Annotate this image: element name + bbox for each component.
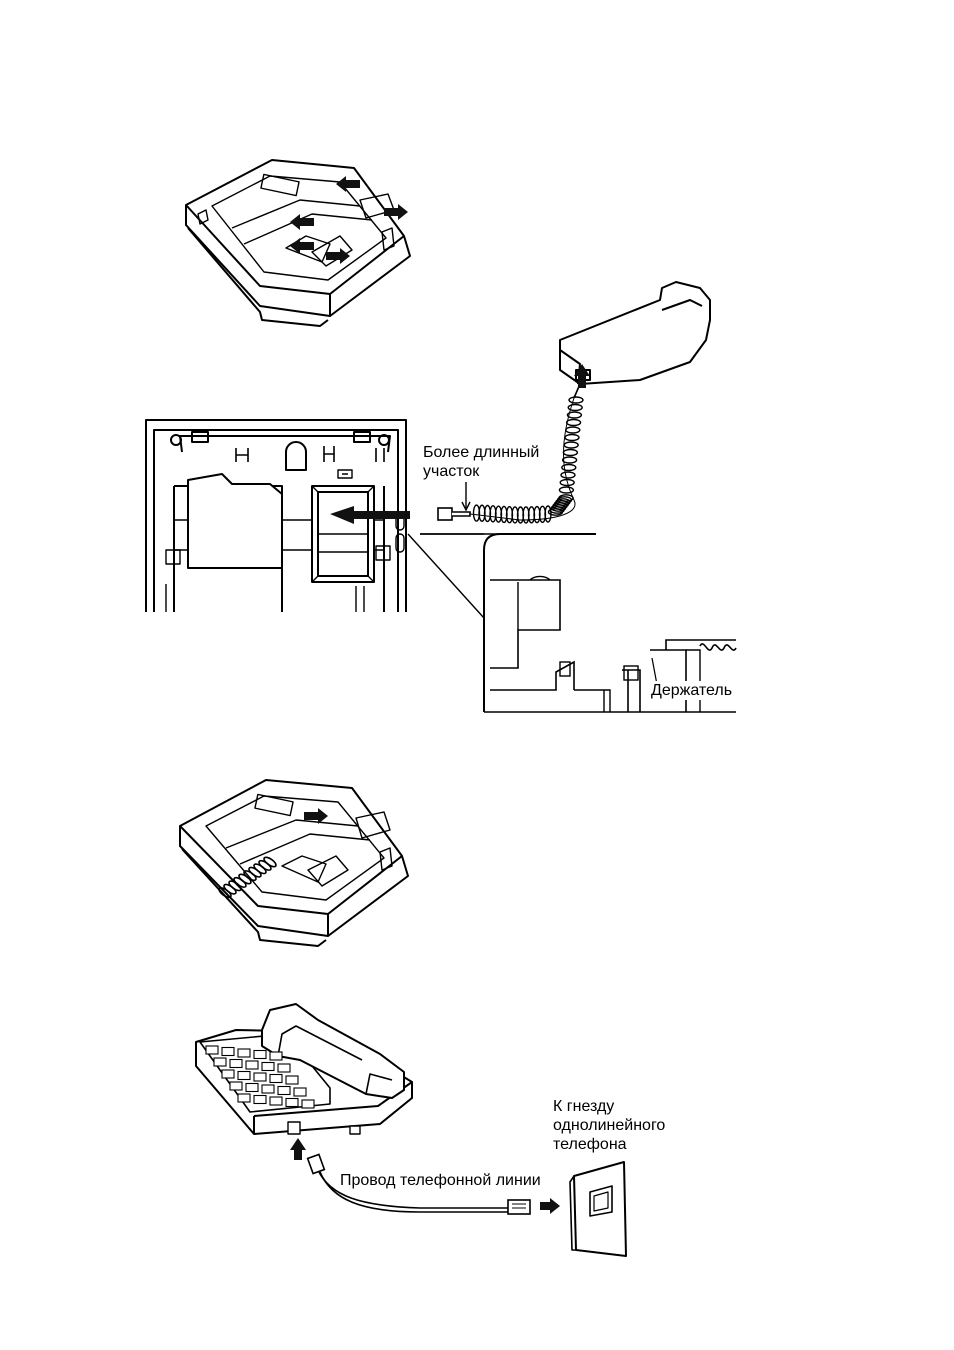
arrow-icon — [290, 1138, 306, 1160]
coil-loop — [564, 442, 578, 448]
wall-jack-icon — [570, 1162, 626, 1256]
jack-label-line3: телефона — [553, 1135, 665, 1154]
coil-loop — [563, 457, 577, 463]
keypad-key — [230, 1082, 242, 1090]
jack-label-line2: однолинейного — [553, 1116, 665, 1135]
keypad-key — [238, 1072, 250, 1080]
single-line-jack-label: К гнезду однолинейного телефона — [553, 1097, 665, 1154]
line-cord-label: Провод телефонной линии — [340, 1171, 541, 1190]
keypad-key — [230, 1060, 242, 1068]
keypad-key — [238, 1094, 250, 1102]
arrow-icon — [540, 1198, 560, 1214]
keypad-key — [222, 1048, 234, 1056]
keypad-key — [278, 1064, 290, 1072]
coil-loop — [566, 427, 580, 433]
coil-loop — [561, 472, 575, 478]
cord-coil-inset — [700, 644, 736, 650]
keypad-key — [262, 1063, 274, 1071]
keypad-key — [222, 1070, 234, 1078]
telephone-icon — [196, 1004, 412, 1134]
keypad-key — [206, 1046, 218, 1054]
keypad-key — [270, 1097, 282, 1105]
keypad-key — [214, 1058, 226, 1066]
coil-loop — [565, 435, 579, 441]
phone-base-underside-cord — [180, 780, 408, 946]
jack-label-line1: К гнезду — [553, 1097, 665, 1116]
keypad-key — [262, 1085, 274, 1093]
keypad-key — [294, 1088, 306, 1096]
keypad-key — [254, 1096, 266, 1104]
holder-label: Держатель — [649, 681, 734, 700]
keypad-key — [254, 1051, 266, 1059]
keypad-key — [286, 1076, 298, 1084]
zoom-callout — [408, 534, 596, 618]
coil-loop — [559, 487, 573, 493]
longer-section-line2: участок — [423, 462, 539, 481]
keypad-key — [302, 1100, 314, 1108]
coil-loop — [567, 420, 581, 426]
keypad-key — [270, 1075, 282, 1083]
keypad-key — [246, 1061, 258, 1069]
keypad-key — [254, 1073, 266, 1081]
keypad-key — [278, 1087, 290, 1095]
coil-loop — [563, 450, 577, 456]
longer-section-line1: Более длинный — [423, 443, 539, 462]
keypad-key — [238, 1049, 250, 1057]
coil-loop — [569, 397, 583, 403]
longer-section-label: Более длинный участок — [423, 443, 539, 481]
keypad-key — [286, 1099, 298, 1107]
coil-loop — [567, 412, 581, 418]
keypad-key — [246, 1084, 258, 1092]
keypad-key — [270, 1052, 282, 1060]
coil-loop — [562, 465, 576, 471]
coil-loop — [568, 405, 582, 411]
